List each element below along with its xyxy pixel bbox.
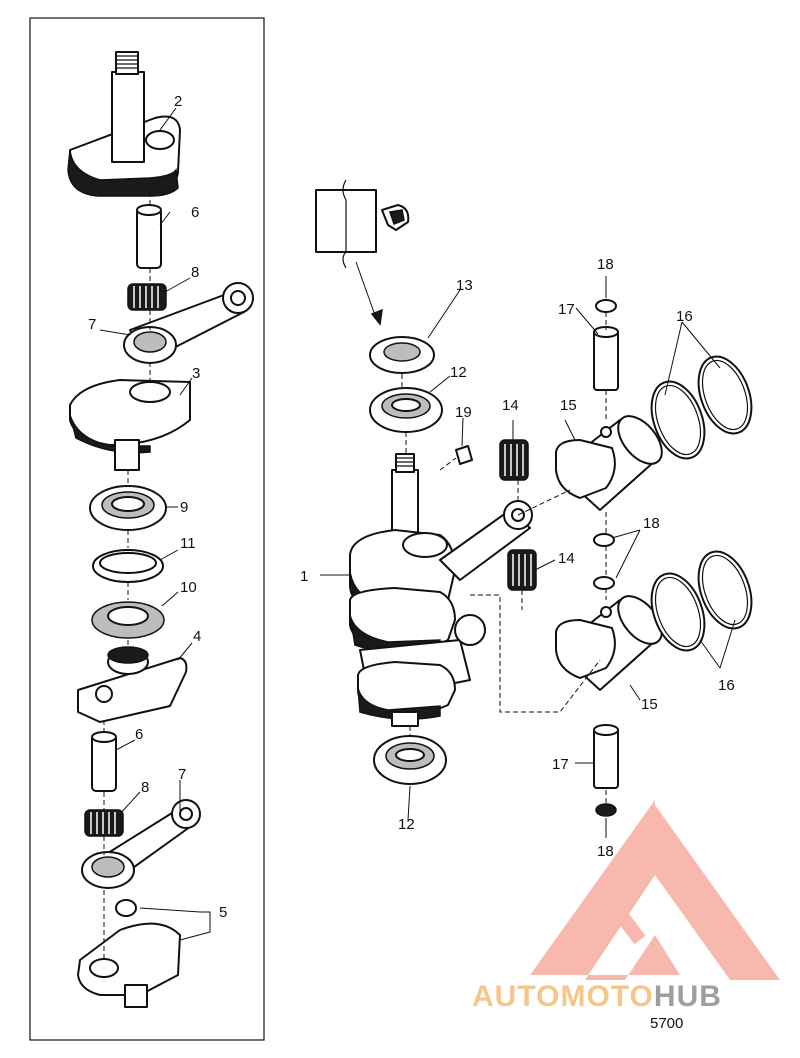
piston-upper [555,415,663,511]
crank-pin-lower [91,731,117,792]
needle-bearing-lower [84,809,124,837]
callout-6-lower: 6 [135,726,143,743]
callout-7-lower: 7 [178,766,186,783]
watermark-text-part1: AUTOMOTO [472,980,654,1013]
callout-7-upper: 7 [88,316,96,333]
ball-bearing-right-lower [373,735,447,785]
crank-lower-half [77,899,181,1008]
needle-bearing-right-lower [507,549,537,591]
callout-4: 4 [193,628,201,645]
callout-2: 2 [174,93,182,110]
callout-19: 19 [455,404,472,421]
needle-bearing-right-upper [499,439,529,481]
woodruff-key [455,445,473,465]
piston-rings-lower [650,550,753,652]
crank-web [69,379,191,471]
callout-12-upper: 12 [450,364,467,381]
watermark-text-part2: HUB [654,980,722,1013]
watermark-logo [530,800,780,980]
callout-17-lower: 17 [552,756,569,773]
callout-5: 5 [219,904,227,921]
connecting-rod-upper [123,282,254,364]
callout-17-upper: 17 [558,301,575,318]
callout-6-upper: 6 [191,204,199,221]
callout-8-lower: 8 [141,779,149,796]
callout-14-lower: 14 [558,550,575,567]
needle-bearing-upper [127,283,167,311]
piston-pin-clip-2 [593,533,615,547]
callout-13: 13 [456,277,473,294]
oil-seal-right [369,336,435,374]
callout-15-upper: 15 [560,397,577,414]
figure-number: 5700 [650,1015,683,1032]
piston-pin-upper [593,326,619,391]
piston-pin-clip-1 [595,299,617,313]
crank-middle-half [77,646,188,723]
callout-14-upper: 14 [502,397,519,414]
piston-pin-clip-3 [593,576,615,590]
retaining-ring-left [92,549,164,583]
connecting-rod-lower [81,799,201,889]
ball-bearing-left [89,485,167,531]
callout-18-bottom: 18 [597,843,614,860]
piston-lower [555,595,663,691]
crank-pin-upper [136,204,162,269]
callout-16-lower: 16 [718,677,735,694]
oil-seal-left [91,601,165,639]
callout-15-lower: 15 [641,696,658,713]
callout-8-upper: 8 [191,264,199,281]
callout-10: 10 [180,579,197,596]
callout-11: 11 [180,535,196,552]
inset-detail [315,179,410,326]
callout-9: 9 [180,499,188,516]
callout-3: 3 [192,365,200,382]
piston-pin-clip-4 [595,803,617,817]
piston-rings-upper [650,355,753,460]
crank-upper-half [67,51,181,197]
left-panel-border [29,17,265,1041]
callout-16-upper: 16 [676,308,693,325]
crankshaft-assembly [349,453,533,727]
callout-1: 1 [300,568,308,585]
callout-18-middle: 18 [643,515,660,532]
piston-pin-lower [593,724,619,789]
callout-12-lower: 12 [398,816,415,833]
callout-18-top: 18 [597,256,614,273]
watermark-text: AUTOMOTOHUB [472,980,722,1013]
ball-bearing-right-upper [369,387,443,433]
